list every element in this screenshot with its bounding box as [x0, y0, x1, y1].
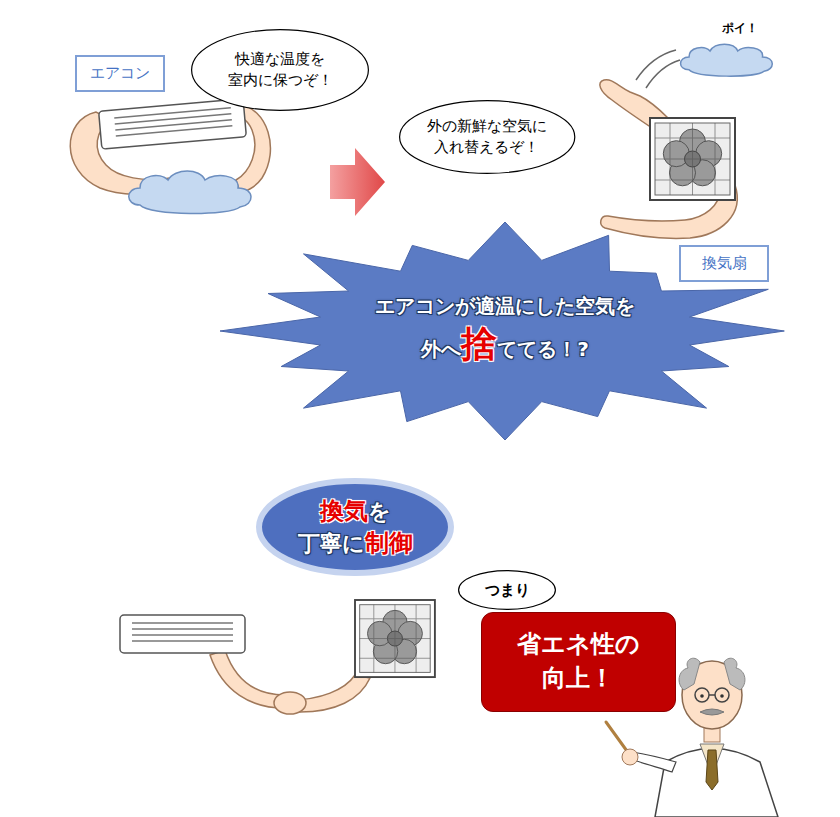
air-conditioner — [132, 640, 233, 642]
arm — [600, 80, 737, 239]
motion-line — [646, 60, 680, 88]
professor — [720, 694, 724, 698]
professor — [700, 694, 704, 698]
text-group: つまり — [485, 580, 530, 601]
professor — [724, 658, 745, 690]
label-box: エアコン — [75, 55, 165, 92]
ventilation-fan — [650, 118, 735, 200]
ellipse-shape — [190, 28, 370, 112]
ventilation-fan — [355, 600, 435, 677]
professor — [715, 688, 729, 702]
text-line: エアコンが適温にした空気を — [375, 293, 635, 320]
highlight-ellipse: 換気を丁寧に制御 — [255, 477, 455, 577]
node-text: エアコン — [90, 63, 150, 84]
professor — [622, 749, 638, 765]
ellipse-outline — [459, 571, 556, 610]
text-group: 換気を丁寧に制御 — [298, 495, 413, 560]
starburst-outline — [220, 222, 784, 440]
air-conditioner — [114, 108, 231, 118]
ventilation-fan — [655, 123, 730, 195]
ventilation-fan — [650, 118, 735, 200]
ventilation-fan — [655, 180, 730, 181]
ventilation-fan — [655, 138, 730, 139]
air-cloud — [129, 171, 251, 214]
node-text: 外の新鮮な空気に 入れ替えるぞ！ — [427, 116, 547, 158]
ventilation-fan — [360, 638, 431, 639]
air-conditioner — [132, 623, 233, 641]
text-group: エアコンが適温にした空気を外へ捨ててる！? — [375, 293, 635, 369]
arm — [210, 650, 370, 714]
speech-bubble: 外の新鮮な空気に 入れ替えるぞ！ — [398, 99, 576, 175]
text-line: 換気を — [320, 495, 391, 527]
starburst-shape — [220, 222, 790, 440]
speech-bubble: つまり — [457, 569, 557, 611]
conclusion-box: 省エネ性の 向上！ — [481, 612, 676, 712]
node-text: 快適な温度を 室内に保つぞ！ — [228, 49, 333, 91]
text-run: エアコンが適温にした空気を — [375, 293, 635, 320]
speech-bubble: 快適な温度を 室内に保つぞ！ — [190, 28, 370, 112]
text-group: エアコン — [90, 63, 150, 84]
air-conditioner — [115, 120, 232, 130]
motion-line — [636, 50, 680, 88]
flow-arrow — [330, 148, 385, 216]
text-run: 丁寧に — [298, 529, 365, 559]
text-run: 換気 — [320, 495, 368, 527]
ventilation-fan — [360, 618, 431, 619]
air-cloud — [681, 44, 773, 76]
air-conditioner — [99, 99, 247, 149]
text-line: 丁寧に制御 — [298, 527, 413, 559]
text-run: を — [368, 497, 391, 527]
air-conditioner — [132, 622, 233, 624]
text-group: 省エネ性の 向上！ — [517, 628, 640, 695]
professor — [655, 749, 778, 817]
node-text: つまり — [485, 580, 530, 601]
label-box: 換気扇 — [679, 245, 769, 282]
node-text: 換気扇 — [702, 253, 747, 274]
air-conditioner — [132, 628, 233, 630]
ventilation-fan — [655, 123, 730, 195]
arm — [274, 692, 306, 714]
text-group: 換気扇 — [702, 253, 747, 274]
air-cloud — [681, 44, 773, 76]
air-conditioner — [120, 615, 245, 653]
ellipse-outline — [399, 101, 574, 174]
professor — [632, 752, 676, 772]
professor — [695, 688, 709, 702]
ventilation-fan — [360, 605, 431, 673]
node-text: 省エネ性の 向上！ — [517, 628, 640, 695]
flow-arrow — [330, 148, 385, 216]
text-run: 捨 — [461, 320, 497, 369]
air-conditioner — [99, 99, 247, 149]
professor — [695, 688, 729, 702]
ellipse-shape — [255, 477, 455, 577]
text-group: 外の新鮮な空気に 入れ替えるぞ！ — [427, 116, 547, 158]
ellipse-outline — [259, 481, 451, 573]
professor — [700, 709, 724, 715]
air-conditioner — [120, 615, 245, 653]
starburst: エアコンが適温にした空気を外へ捨ててる！? — [220, 222, 790, 440]
ventilation-fan — [360, 605, 431, 673]
sound-effect: ポイ！ — [722, 20, 758, 37]
air-cloud — [129, 171, 251, 214]
text-run: 制御 — [365, 527, 413, 559]
air-conditioner — [114, 108, 232, 136]
ventilation-fan — [360, 658, 431, 659]
text-group: 快適な温度を 室内に保つぞ！ — [228, 49, 333, 91]
ellipse-shape — [398, 99, 576, 175]
ventilation-fan — [355, 600, 435, 677]
ellipse-outline — [192, 30, 369, 111]
text-run: 外へ — [421, 336, 461, 363]
professor — [709, 694, 715, 696]
text-run: ててる！? — [497, 336, 589, 363]
text-line: 外へ捨ててる！? — [421, 320, 589, 369]
air-conditioner — [132, 634, 233, 636]
professor — [706, 750, 718, 790]
professor — [679, 658, 700, 690]
air-conditioner — [116, 126, 233, 136]
ventilation-fan — [655, 159, 730, 160]
air-conditioner — [115, 114, 232, 124]
